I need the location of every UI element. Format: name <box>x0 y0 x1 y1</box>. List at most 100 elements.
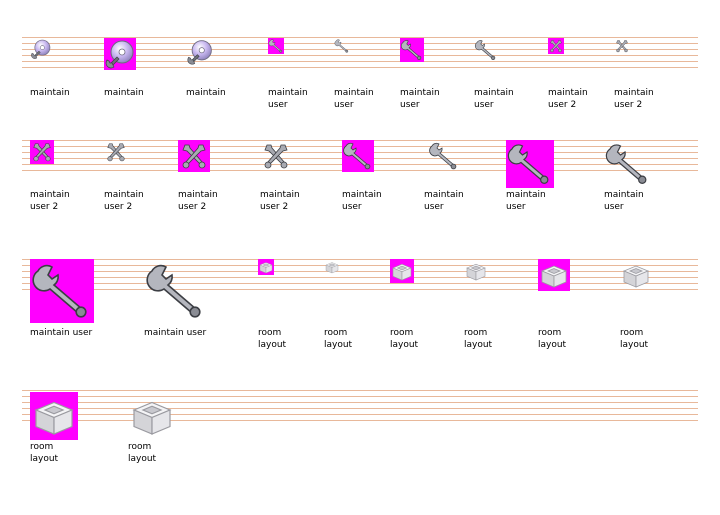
maintain-cd-icon <box>104 38 136 70</box>
wrench-icon <box>334 38 350 54</box>
icon-label-line: room <box>128 442 152 452</box>
icon-label: room layout <box>30 441 58 465</box>
icon-label-line: maintain <box>104 88 144 98</box>
icon-label-line: user <box>474 100 494 110</box>
guide-line <box>22 265 698 266</box>
guide-line <box>22 277 698 278</box>
icon-label: maintain user <box>474 87 514 111</box>
icon-label-line: layout <box>258 340 287 350</box>
icon-label-line: maintain user <box>30 328 93 338</box>
room-layout-icon <box>620 259 652 291</box>
crossed-wrenches-icon <box>548 38 564 54</box>
icon-label-line: maintain <box>424 190 464 200</box>
icon-label: room layout <box>464 327 492 351</box>
icon-label-line: user <box>342 202 362 212</box>
wrench-icon <box>144 259 208 323</box>
icon-label-line: user <box>400 100 420 110</box>
icon-label: maintain user <box>334 87 374 111</box>
icon-label-line: maintain <box>186 88 226 98</box>
wrench-icon <box>400 38 424 62</box>
guide-line <box>22 402 698 403</box>
icon-label-line: room <box>620 328 644 338</box>
icon-label-line: layout <box>538 340 567 350</box>
wrench-icon <box>474 38 498 62</box>
icon-label: maintain user 2 <box>104 189 144 213</box>
guide-line <box>22 61 698 62</box>
room-layout-icon <box>390 259 414 283</box>
wrench-icon <box>424 140 464 172</box>
icon-label-line: room <box>390 328 414 338</box>
icon-label: maintain user 2 <box>548 87 588 111</box>
guide-line <box>22 408 698 409</box>
icon-label: maintain <box>186 87 226 99</box>
guide-line <box>22 259 698 260</box>
icon-label-line: room <box>258 328 282 338</box>
wrench-icon <box>506 140 554 188</box>
icon-label: maintain user 2 <box>178 189 218 213</box>
icon-label-line: maintain <box>342 190 382 200</box>
room-layout-icon <box>128 392 176 440</box>
icon-label-line: user <box>506 202 526 212</box>
guide-line <box>22 390 698 391</box>
icon-label-line: maintain <box>604 190 644 200</box>
icon-label-line: user 2 <box>30 202 59 212</box>
icon-label-line: room <box>464 328 488 338</box>
guide-line <box>22 396 698 397</box>
icon-label-line: user <box>268 100 288 110</box>
room-layout-icon <box>464 259 488 283</box>
icon-label-line: user 2 <box>104 202 133 212</box>
icon-label: room layout <box>324 327 352 351</box>
guide-line <box>22 67 698 68</box>
guide-line <box>22 37 698 38</box>
crossed-wrenches-icon <box>104 140 128 164</box>
icon-label-line: room <box>30 442 54 452</box>
icon-label-line: user 2 <box>548 100 577 110</box>
guide-line <box>22 289 698 290</box>
room-layout-icon <box>324 259 340 275</box>
icon-label: maintain user 2 <box>30 189 70 213</box>
icon-label-line: maintain <box>614 88 654 98</box>
guide-line <box>22 283 698 284</box>
icon-label-line: layout <box>128 454 157 464</box>
guide-line <box>22 271 698 272</box>
icon-label-line: maintain <box>334 88 374 98</box>
icon-label: maintain user <box>268 87 308 111</box>
icon-label-line: maintain <box>30 88 70 98</box>
icon-label-line: maintain <box>178 190 218 200</box>
guide-line <box>22 420 698 421</box>
icon-label: maintain user <box>30 327 92 339</box>
icon-label-line: layout <box>464 340 493 350</box>
icon-label-line: user 2 <box>260 202 289 212</box>
maintain-cd-icon <box>30 38 52 60</box>
room-layout-icon <box>538 259 570 291</box>
icon-label: maintain <box>30 87 70 99</box>
icon-label-line: maintain <box>548 88 588 98</box>
icon-label-line: maintain <box>474 88 514 98</box>
guide-line <box>22 49 698 50</box>
icon-label-line: maintain <box>104 190 144 200</box>
icon-label-line: layout <box>30 454 59 464</box>
crossed-wrenches-icon <box>30 140 54 164</box>
icon-label-line: room <box>324 328 348 338</box>
icon-label: maintain user <box>342 189 382 213</box>
room-layout-icon <box>30 392 78 440</box>
icon-label-line: maintain <box>506 190 546 200</box>
icon-label-line: maintain <box>260 190 300 200</box>
icon-label-line: user <box>334 100 354 110</box>
icon-label-line: layout <box>324 340 353 350</box>
icon-label: maintain user <box>144 327 206 339</box>
icon-label-line: maintain <box>268 88 308 98</box>
icon-label: maintain user <box>506 189 546 213</box>
crossed-wrenches-icon <box>260 140 292 172</box>
icon-label-line: maintain <box>30 190 70 200</box>
maintain-cd-icon <box>186 38 214 66</box>
icon-label-line: maintain user <box>144 328 207 338</box>
icon-label-line: user 2 <box>178 202 207 212</box>
